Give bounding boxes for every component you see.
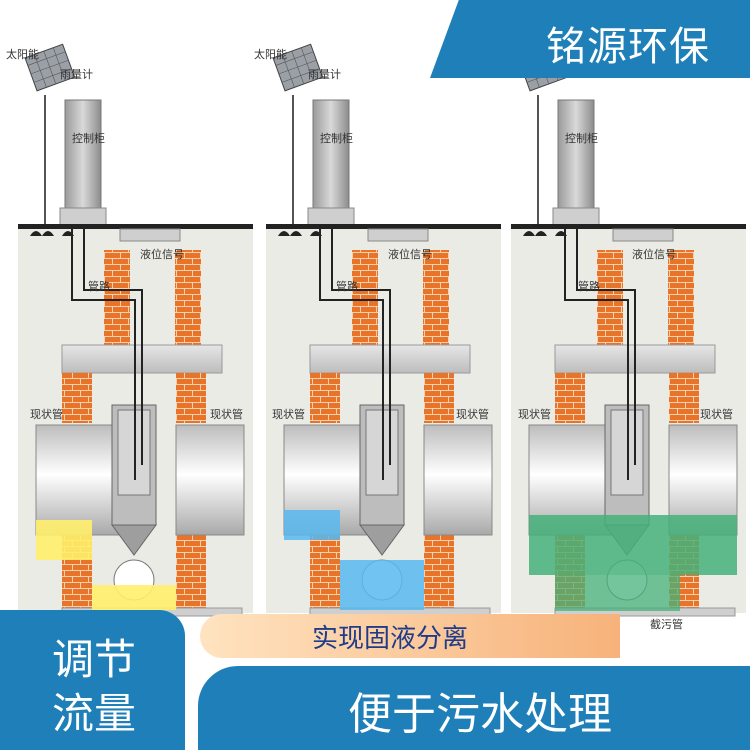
brand-bar: 铭源环保 (430, 0, 750, 78)
label-pipe-3: 管路 (578, 279, 600, 293)
water-yellow (36, 520, 176, 610)
label-bottom-pipe-3: 截污管 (650, 617, 683, 631)
label-level-3: 液位信号 (632, 247, 676, 261)
label-existing-2a: 现状管 (272, 407, 305, 421)
label-existing-1a: 现状管 (30, 407, 63, 421)
bottom-banner: 便于污水处理 (198, 666, 750, 750)
label-existing-1b: 现状管 (210, 407, 243, 421)
left-badge: 调节 流量 (0, 610, 185, 750)
water-blue (284, 510, 424, 610)
water-green (529, 515, 737, 575)
label-solar-1: 太阳能 (6, 47, 39, 61)
left-badge-line1: 调节 (52, 635, 137, 684)
well-3 (510, 43, 747, 617)
label-cabinet-1: 控制柜 (72, 131, 105, 145)
label-existing-3a: 现状管 (518, 407, 551, 421)
label-pipe-2: 管路 (336, 279, 358, 293)
label-cabinet-2: 控制柜 (320, 131, 353, 145)
subtitle-pill: 实现固液分离 (200, 614, 620, 658)
label-existing-3b: 现状管 (700, 407, 733, 421)
brand-name: 铭源环保 (546, 24, 710, 70)
label-existing-2b: 现状管 (456, 407, 489, 421)
left-badge-line2: 流量 (52, 689, 137, 738)
subtitle-text: 实现固液分离 (312, 624, 469, 654)
bottom-banner-text: 便于污水处理 (348, 689, 612, 740)
well-2 (265, 43, 502, 617)
label-cabinet-3: 控制柜 (565, 131, 598, 145)
label-level-2: 液位信号 (388, 247, 432, 261)
label-level-1: 液位信号 (140, 247, 184, 261)
label-pipe-1: 管路 (88, 279, 110, 293)
well-1 (17, 43, 254, 617)
label-rain-2: 雨量计 (308, 68, 341, 81)
label-rain-1: 雨量计 (60, 68, 93, 81)
label-solar-2: 太阳能 (254, 47, 287, 61)
